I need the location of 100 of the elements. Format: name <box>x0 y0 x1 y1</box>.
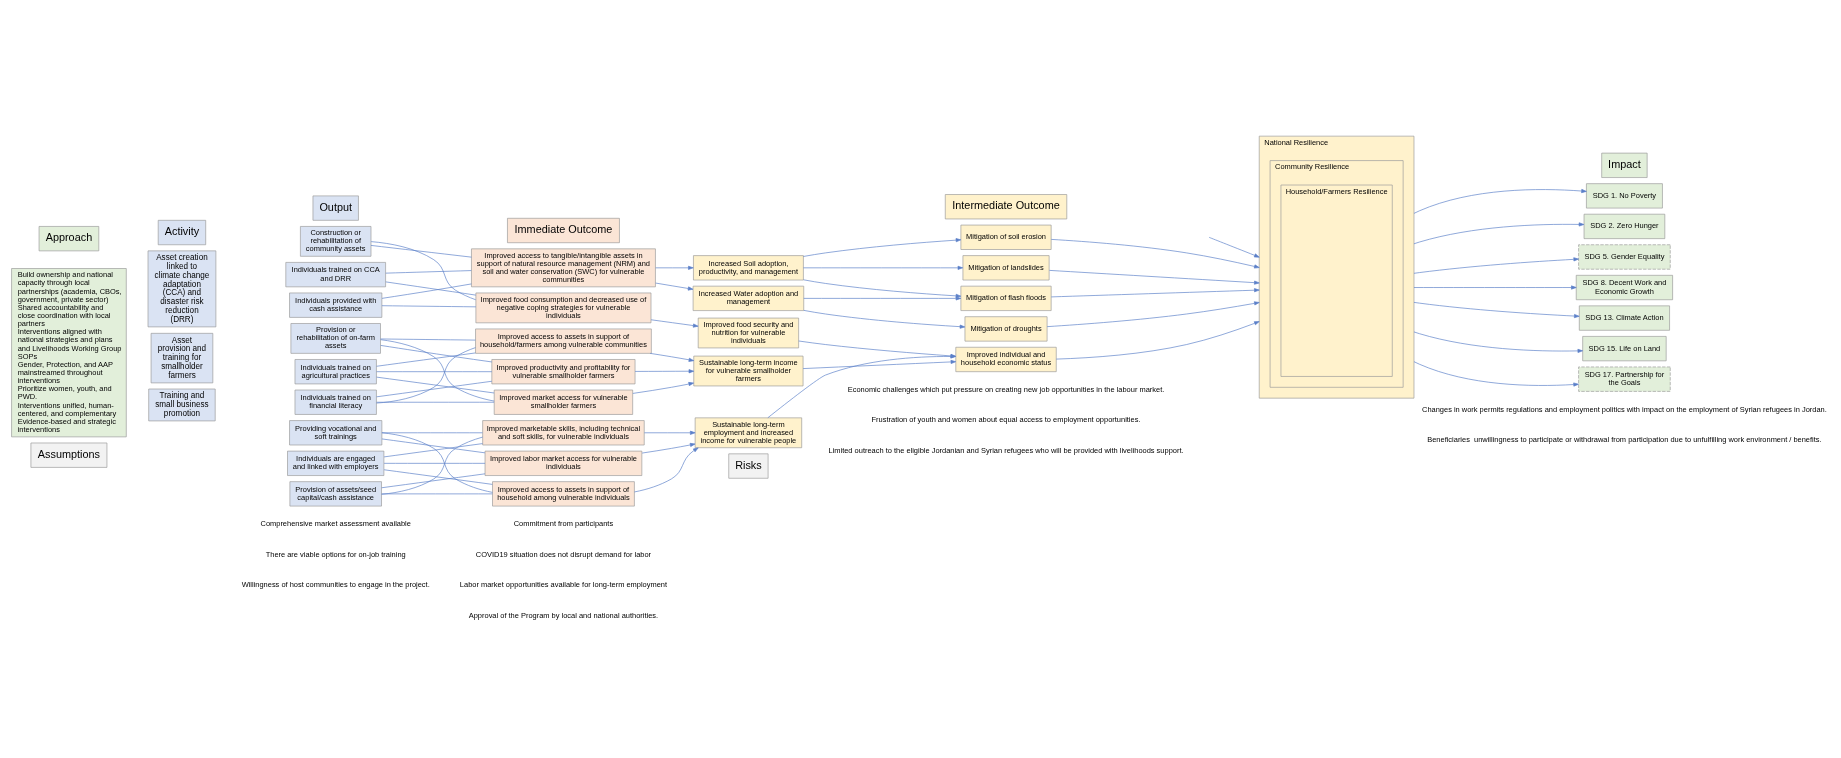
node-box: SDG 13. Climate Action <box>1578 305 1670 331</box>
node-box: Improved individual and household economic status <box>955 346 1057 372</box>
arrow <box>1050 287 1260 297</box>
label: Economic challenges which put pressure on creating new job opportunities in the labour market. <box>847 384 1165 394</box>
arrow <box>655 282 694 290</box>
arrow <box>649 352 695 362</box>
node-box: Mitigation of landslides <box>962 254 1050 280</box>
node-box: Approach <box>38 225 100 251</box>
label: Changes in work permits regulations and employment politics with impact on the employment of Syrian refugees in Jordan. <box>1422 404 1827 414</box>
arrow <box>802 359 957 369</box>
node-box: Improved food security and nutrition for vulnerable individuals <box>697 317 799 348</box>
node-box: SDG 15. Life on Land <box>1582 335 1667 361</box>
arrow <box>1413 221 1585 244</box>
arrow <box>644 430 696 435</box>
label: There are viable options for on-job training <box>265 549 406 559</box>
arrow <box>655 265 694 270</box>
label: Willingness of host communities to engage in the project. <box>241 579 430 589</box>
node-box: Improved market access for vulnerable smallholder farmers <box>493 389 633 415</box>
node-box: Improved access to assets in support of household among vulnerable individuals <box>492 480 635 506</box>
node-box: Providing vocational and soft trainings <box>289 419 383 445</box>
label: Commitment from participants <box>513 518 614 528</box>
connector <box>380 338 495 401</box>
node-box: Activity <box>157 219 207 245</box>
node-box: Provision of assets/seed capital/cash assistance <box>289 480 382 506</box>
connector <box>370 240 476 300</box>
arrow <box>1413 188 1587 214</box>
connector <box>381 473 486 488</box>
arrow <box>1050 238 1260 268</box>
label: Labor market opportunities available for long-term employment <box>459 579 668 589</box>
label: Limited outreach to the eligible Jordanian and Syrian refugees who will be provided with livelihoods support. <box>828 445 1184 455</box>
connector <box>381 431 493 493</box>
node-box: Impact <box>1601 152 1648 178</box>
arrow <box>767 353 956 418</box>
node-box: Improved labor market access for vulnerable individuals <box>484 450 643 476</box>
node-box: SDG 2. Zero Hunger <box>1583 213 1666 239</box>
node-box: Improved marketable skills, including technical and soft skills, for vulnerable individuals <box>482 419 645 445</box>
node-box: Individuals trained on agricultural practices <box>294 358 377 384</box>
node-box: Intermediate Outcome <box>944 193 1068 219</box>
node-box: Immediate Outcome <box>507 217 620 243</box>
arrow <box>1413 256 1579 274</box>
arrow <box>1413 285 1577 289</box>
node-box: Individuals are engaged and linked with employers <box>287 450 385 476</box>
arrow <box>634 447 699 492</box>
arrow <box>632 381 694 394</box>
node-box: Improved productivity and profitability for vulnerable smallholder farmers <box>491 358 636 384</box>
node-box: Construction or rehabilitation of community assets <box>300 225 372 257</box>
node-box: Individuals trained on financial literacy <box>294 389 377 415</box>
connector <box>381 493 493 494</box>
label: COVID19 situation does not disrupt demand for labor <box>475 549 652 559</box>
connector <box>381 436 483 495</box>
node-box: Sustainable long-term income for vulnerable smallholder farmers <box>693 355 804 386</box>
arrow <box>650 318 699 328</box>
node-box: Improved food consumption and decreased use of negative coping strategies for vulnerable individuals <box>475 292 652 323</box>
connector <box>370 244 472 257</box>
node-box: SDG 5. Gender Equality <box>1578 243 1671 270</box>
node-box: SDG 1. No Poverty <box>1586 182 1663 208</box>
node-box: Mitigation of flash floods <box>960 285 1052 311</box>
connector <box>376 401 495 403</box>
arrow <box>1056 320 1260 359</box>
arrow <box>803 295 962 300</box>
arrow <box>803 309 966 329</box>
label: Comprehensive market assessment available <box>260 518 411 528</box>
arrow <box>1049 269 1260 285</box>
node-box: Household/Farmers Resilience <box>1280 184 1393 377</box>
connector <box>380 338 476 340</box>
arrow <box>803 237 962 257</box>
connector <box>385 269 472 273</box>
connector <box>385 281 477 295</box>
node-box: Increased Water adoption and management <box>692 285 805 311</box>
connector <box>383 462 486 464</box>
connector <box>376 376 495 393</box>
node-box: Build ownership and national capacity through local partnerships (academia, CBOs, government, private sector) Shared accountability and close coordination with local partners Interventions aligned with national strategies and plans and Livelihoods Working Group SOPs Gender, Protection, and AAP mainstreamed throughout interventions Prioritize women, youth, and PWD. Interventions unified, human-centered, and complementary Evidence-based and strategic interventions <box>11 267 127 437</box>
node-box: Mitigation of droughts <box>964 315 1048 341</box>
connector <box>383 468 493 485</box>
arrow <box>1413 360 1579 387</box>
arrow <box>803 265 964 270</box>
connector <box>376 380 493 397</box>
connector <box>376 370 493 372</box>
node-box: Provision or rehabilitation of on-farm assets <box>290 322 381 354</box>
connector <box>376 352 476 367</box>
node-box: SDG 17. Partnership for the Goals <box>1578 366 1671 392</box>
node-box: Sustainable long-term employment and increased income for vulnerable people <box>694 417 803 448</box>
connector <box>376 346 476 403</box>
node-box: Output <box>312 195 359 221</box>
connector <box>380 344 493 362</box>
label: Approval of the Program by local and national authorities. <box>468 610 659 620</box>
arrow <box>1208 236 1260 257</box>
arrow <box>1413 301 1580 318</box>
connector <box>383 442 483 457</box>
arrow <box>634 368 695 373</box>
node-box: Risks <box>728 453 769 479</box>
arrow <box>1046 300 1260 327</box>
connector <box>381 438 486 453</box>
label: Frustration of youth and women about equal access to employment opportunities. <box>871 414 1141 424</box>
node-box: Individuals trained on CCA and DRR <box>285 261 386 287</box>
arrow <box>1413 331 1583 353</box>
arrow <box>803 278 962 298</box>
label: Beneficiaries unwillingness to participate or withdrawal from participation due to unfulfilling work environment / benefits. <box>1427 434 1822 444</box>
arrow <box>798 340 956 358</box>
node-box: SDG 8. Decent Work and Economic Growth <box>1575 274 1673 300</box>
